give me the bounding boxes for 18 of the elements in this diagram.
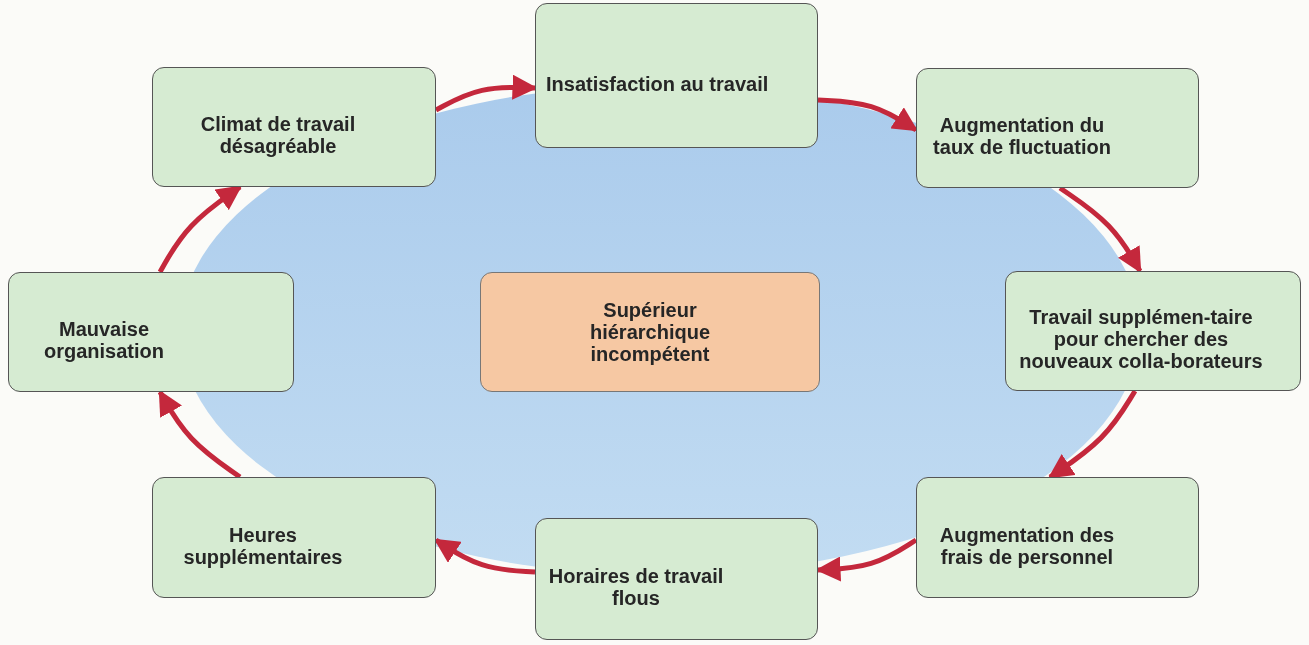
process-box — [1005, 271, 1301, 391]
box-label: Supérieur hiérarchique incompétent — [588, 299, 711, 365]
process-box — [535, 3, 818, 148]
process-box — [916, 68, 1199, 188]
box-label: Climat de travail désagréable — [199, 113, 357, 157]
box-label: Mauvaise organisation — [43, 318, 165, 362]
central-cause-box — [480, 272, 820, 392]
process-box — [152, 477, 436, 598]
box-label: Horaires de travail flous — [547, 565, 725, 609]
box-label: Augmentation du taux de fluctuation — [932, 114, 1112, 158]
box-label: Travail supplémen-taire pour chercher des nouveaux colla-borateurs — [1018, 306, 1264, 372]
process-box — [535, 518, 818, 640]
process-box — [152, 67, 436, 187]
box-label: Augmentation des frais de personnel — [938, 523, 1116, 568]
box-label: Insatisfaction au travail — [546, 72, 769, 95]
process-box — [916, 477, 1199, 598]
box-label: Heures supplémentaires — [182, 523, 344, 568]
process-box — [8, 272, 294, 392]
